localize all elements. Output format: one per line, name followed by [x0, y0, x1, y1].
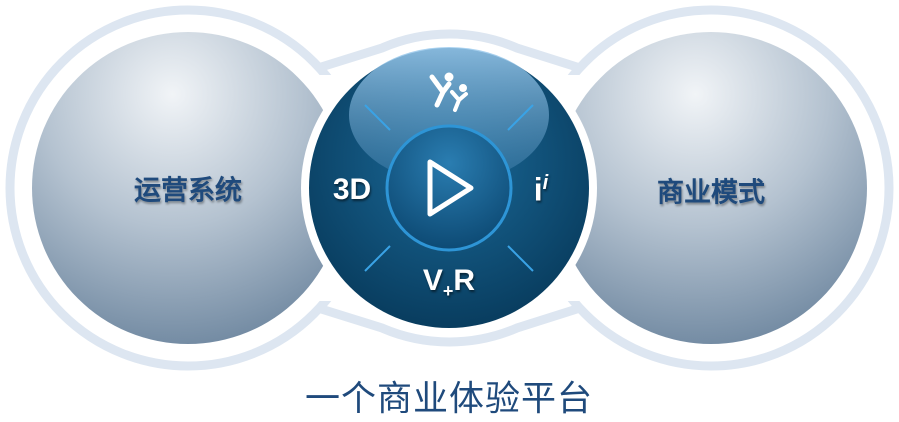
hub-i-sup: i — [542, 171, 549, 194]
hub-vr-label: V+R — [423, 264, 475, 302]
hub-r: R — [453, 264, 476, 297]
center-hub[interactable] — [309, 47, 589, 328]
caption: 一个商业体验平台 — [304, 379, 594, 420]
left-circle-label: 运营系统 — [134, 175, 242, 207]
hub-v: V — [422, 264, 443, 297]
people-figures-icon — [429, 72, 468, 112]
hub-3d-label: 3D — [332, 173, 372, 206]
hub-i-main: i — [533, 171, 543, 208]
right-circle-label: 商业模式 — [657, 177, 765, 209]
right-circle — [555, 32, 867, 344]
hub-plus: + — [442, 281, 454, 301]
play-icon — [427, 159, 474, 217]
left-circle — [32, 32, 344, 344]
hub-i-label: ii — [534, 172, 548, 209]
